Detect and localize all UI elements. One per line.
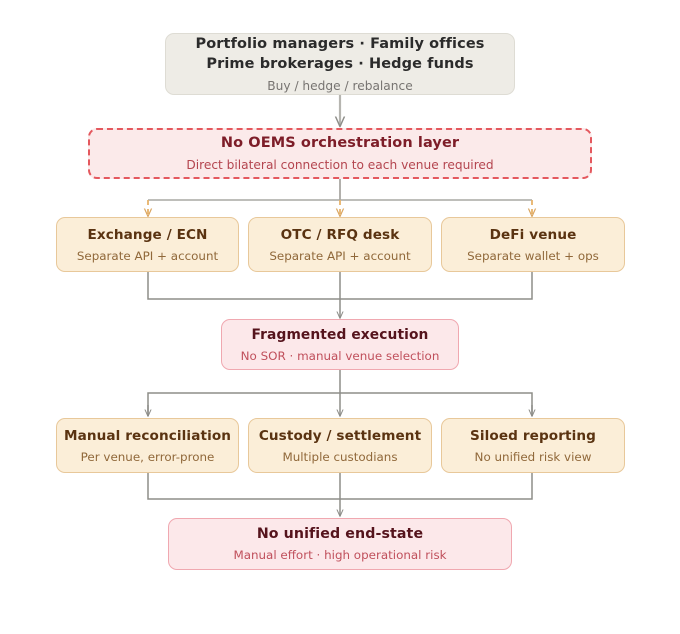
edge-venues-to-execution xyxy=(147,272,533,318)
node-ops-custody-settlement-subtitle: Multiple custodians xyxy=(282,449,398,464)
node-no-oems-layer-subtitle: Direct bilateral connection to each venu… xyxy=(186,158,494,172)
node-venue-exchange-ecn-subtitle: Separate API + account xyxy=(76,248,219,263)
node-actors-title-line-2: Prime brokerages · Hedge funds xyxy=(206,55,474,72)
node-venue-otc-rfq-desk-title: OTC / RFQ desk xyxy=(280,226,400,243)
node-ops-siloed-reporting-subtitle: No unified risk view xyxy=(474,449,592,464)
node-venue-otc-rfq-desk-subtitle: Separate API + account xyxy=(269,248,411,263)
node-fragmented-execution-subtitle: No SOR · manual venue selection xyxy=(240,348,440,363)
node-venue-otc-rfq-desk[interactable]: OTC / RFQ desk Separate API + account xyxy=(248,217,432,272)
node-venue-exchange-ecn-title: Exchange / ECN xyxy=(87,226,208,243)
node-no-oems-layer[interactable]: No OEMS orchestration layer Direct bilat… xyxy=(88,128,592,179)
node-no-unified-end-state-title: No unified end-state xyxy=(256,526,424,542)
node-no-oems-layer-title: No OEMS orchestration layer xyxy=(220,135,460,151)
node-fragmented-execution-title: Fragmented execution xyxy=(251,326,429,343)
node-ops-siloed-reporting-title: Siloed reporting xyxy=(470,427,596,444)
node-ops-custody-settlement-title: Custody / settlement xyxy=(258,427,422,444)
edge-execution-to-ops xyxy=(148,370,532,416)
node-venue-defi-subtitle: Separate wallet + ops xyxy=(467,248,599,263)
node-actors[interactable]: Portfolio managers · Family offices Prim… xyxy=(165,33,515,95)
node-actors-subtitle: Buy / hedge / rebalance xyxy=(267,78,413,93)
node-fragmented-execution[interactable]: Fragmented execution No SOR · manual ven… xyxy=(221,319,459,370)
edge-gap-to-venue-bus xyxy=(148,178,532,201)
node-venue-defi-title: DeFi venue xyxy=(489,226,577,243)
node-ops-custody-settlement[interactable]: Custody / settlement Multiple custodians xyxy=(248,418,432,473)
node-ops-siloed-reporting[interactable]: Siloed reporting No unified risk view xyxy=(441,418,625,473)
node-ops-manual-reconciliation-subtitle: Per venue, error-prone xyxy=(80,449,215,464)
node-ops-manual-reconciliation-title: Manual reconciliation xyxy=(63,427,232,444)
node-no-unified-end-state-subtitle: Manual effort · high operational risk xyxy=(233,548,447,562)
node-venue-defi[interactable]: DeFi venue Separate wallet + ops xyxy=(441,217,625,272)
node-no-unified-end-state[interactable]: No unified end-state Manual effort · hig… xyxy=(168,518,512,570)
node-venue-exchange-ecn[interactable]: Exchange / ECN Separate API + account xyxy=(56,217,239,272)
node-ops-manual-reconciliation[interactable]: Manual reconciliation Per venue, error-p… xyxy=(56,418,239,473)
node-actors-title-line-1: Portfolio managers · Family offices xyxy=(195,35,485,52)
edge-ops-to-outcome xyxy=(147,472,533,516)
